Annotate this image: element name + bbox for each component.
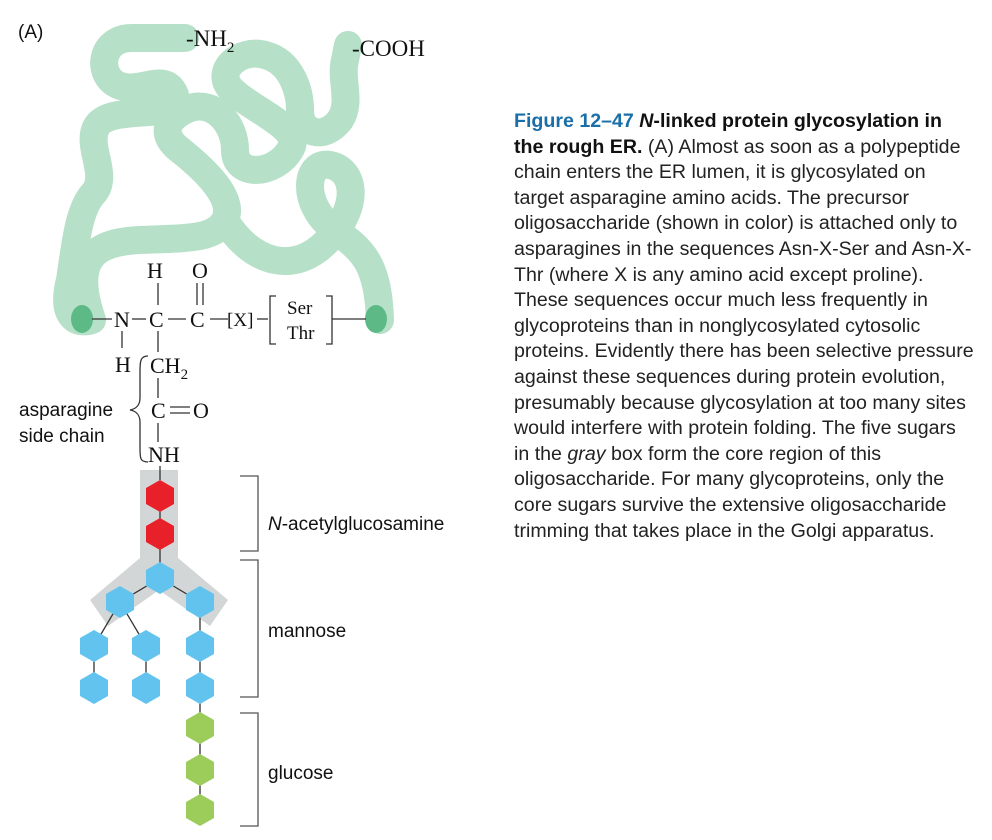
nh-side: NH [148, 442, 180, 467]
mannose-bracket [240, 559, 259, 698]
nag-hexagon-1 [146, 480, 174, 512]
nh2-label: -NH2 [186, 26, 234, 56]
panel-label: (A) [18, 22, 43, 43]
glucose-hexagon [186, 754, 214, 786]
polypeptide-chain [53, 24, 394, 336]
side-chain-label-2: side chain [19, 426, 105, 447]
nag-label: N-acetylglucosamine [268, 514, 444, 535]
ser-thr-bracket-left [269, 295, 276, 345]
backbone-c2: C [190, 307, 205, 332]
chain-path [53, 24, 394, 336]
sugar-brackets [240, 475, 259, 827]
mannose-hexagon [186, 586, 214, 618]
glucose-bracket [240, 712, 259, 827]
mannose-hexagon [132, 672, 160, 704]
glucose-hexagon [186, 794, 214, 826]
o-top: O [192, 258, 208, 283]
cooh-label: -COOH [352, 36, 425, 61]
side-chain-label-1: asparagine [19, 400, 113, 421]
mannose-hexagon [132, 630, 160, 662]
mannose-hexagon [106, 586, 134, 618]
ser-label: Ser [287, 298, 313, 319]
side-chain-brace [129, 355, 149, 463]
ser-thr-bracket-right [326, 295, 333, 345]
h-n: H [115, 352, 131, 377]
ch2-label: CH2 [150, 353, 188, 383]
figure-title: N-linked protein glycosylation in the ro… [514, 110, 942, 158]
oligosaccharide [80, 480, 214, 826]
nag-hexagon-2 [146, 518, 174, 550]
mannose-hexagon [186, 630, 214, 662]
caption-text-2: box form the core region of this oligosa… [514, 442, 947, 542]
chain-end-left [71, 305, 93, 333]
figure-caption: Figure 12–47 N-linked protein glycosylat… [514, 109, 976, 544]
backbone-c1: C [149, 307, 164, 332]
chain-end-right [365, 305, 387, 333]
nag-bracket [240, 475, 259, 552]
mannose-label: mannose [268, 621, 346, 642]
mannose-hexagon [146, 562, 174, 594]
o-side: O [193, 398, 209, 423]
glucose-hexagon [186, 712, 214, 744]
h-top: H [147, 258, 163, 283]
backbone-n: N [114, 307, 130, 332]
asparagine-structure: H O N C C [X] Ser Thr H CH2 C O NH [92, 258, 366, 480]
x-residue: [X] [227, 310, 253, 331]
mannose-hexagon [80, 630, 108, 662]
figure-number: Figure 12–47 [514, 110, 634, 132]
caption-text-1: (A) Almost as soon as a polypeptide chai… [514, 135, 974, 465]
glucose-label: glucose [268, 763, 334, 784]
c-side: C [151, 398, 166, 423]
mannose-hexagon [186, 672, 214, 704]
caption-italic: gray [567, 442, 606, 465]
thr-label: Thr [287, 323, 315, 344]
mannose-hexagon [80, 672, 108, 704]
